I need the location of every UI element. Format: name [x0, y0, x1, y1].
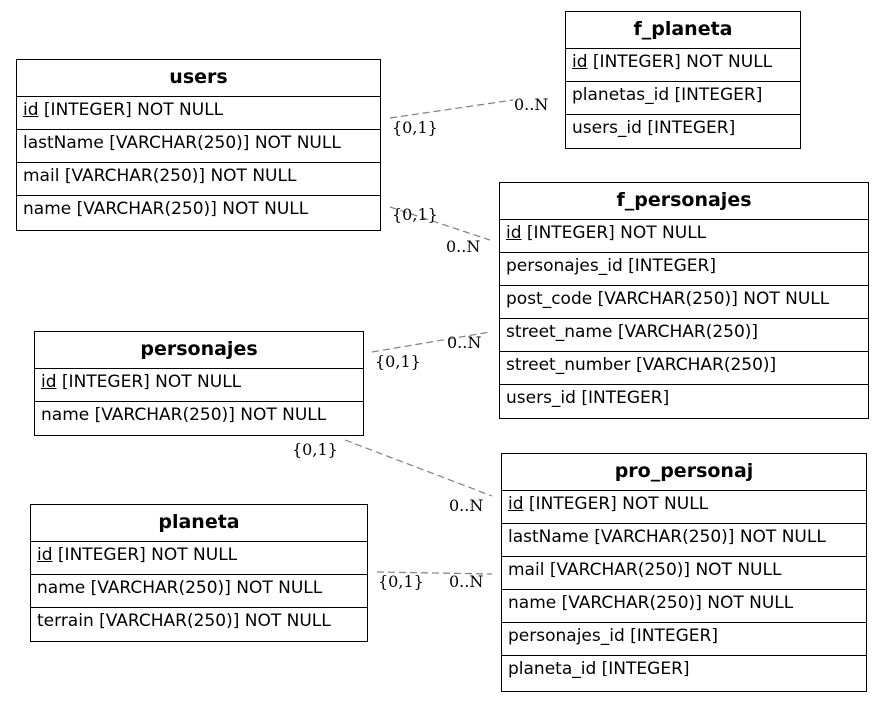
entity-pro_personaj: pro_personaj id [INTEGER] NOT NULL lastN…: [501, 453, 867, 692]
column-text: [INTEGER] NOT NULL: [523, 494, 709, 514]
primary-key: id: [572, 52, 588, 72]
column-text: [INTEGER] NOT NULL: [521, 223, 707, 243]
card-planeta-pro_personaj-to: 0..N: [449, 572, 483, 591]
entity-users: users id [INTEGER] NOT NULL lastName [VA…: [16, 59, 381, 231]
rel-line-personajes-pro_personaj: [344, 439, 493, 497]
column-text: mail [VARCHAR(250)] NOT NULL: [23, 166, 297, 186]
column-text: lastName [VARCHAR(250)] NOT NULL: [23, 133, 341, 153]
entity-title: f_personajes: [500, 183, 868, 220]
rel-line-planeta-pro_personaj: [376, 571, 493, 575]
card-users-f_personajes-from: {0,1}: [392, 205, 438, 224]
entity-title: pro_personaj: [502, 454, 866, 491]
primary-key: id: [506, 223, 522, 243]
column-text: street_number [VARCHAR(250)]: [506, 355, 777, 375]
entity-personajes: personajes id [INTEGER] NOT NULL name [V…: [34, 331, 364, 436]
column-row: id [INTEGER] NOT NULL: [500, 220, 868, 253]
column-row: users_id [INTEGER]: [566, 115, 800, 148]
column-row: name [VARCHAR(250)] NOT NULL: [35, 402, 363, 435]
card-personajes-f_personajes-to: 0..N: [447, 333, 481, 352]
entity-title: planeta: [31, 505, 367, 542]
column-text: [INTEGER] NOT NULL: [52, 545, 238, 565]
column-text: name [VARCHAR(250)] NOT NULL: [508, 593, 794, 613]
primary-key: id: [41, 372, 57, 392]
column-text: lastName [VARCHAR(250)] NOT NULL: [508, 527, 826, 547]
primary-key: id: [508, 494, 524, 514]
column-row: name [VARCHAR(250)] NOT NULL: [17, 196, 380, 229]
column-text: street_name [VARCHAR(250)]: [506, 322, 759, 342]
column-row: planeta_id [INTEGER]: [502, 656, 866, 689]
rel-line-users-f_planeta: [389, 99, 514, 119]
column-text: name [VARCHAR(250)] NOT NULL: [23, 199, 309, 219]
rel-line-users-f_personajes: [389, 206, 491, 241]
column-row: mail [VARCHAR(250)] NOT NULL: [17, 163, 380, 196]
column-row: post_code [VARCHAR(250)] NOT NULL: [500, 286, 868, 319]
card-planeta-pro_personaj-from: {0,1}: [378, 572, 424, 591]
column-row: personajes_id [INTEGER]: [500, 253, 868, 286]
primary-key: id: [37, 545, 53, 565]
column-row: id [INTEGER] NOT NULL: [502, 491, 866, 524]
card-personajes-pro_personaj-to: 0..N: [449, 496, 483, 515]
card-users-f_planeta-to: 0..N: [514, 95, 548, 114]
column-row: personajes_id [INTEGER]: [502, 623, 866, 656]
column-text: users_id [INTEGER]: [506, 388, 670, 408]
column-text: [INTEGER] NOT NULL: [587, 52, 773, 72]
column-text: mail [VARCHAR(250)] NOT NULL: [508, 560, 782, 580]
column-row: mail [VARCHAR(250)] NOT NULL: [502, 557, 866, 590]
card-personajes-pro_personaj-from: {0,1}: [292, 440, 338, 459]
card-users-f_planeta-from: {0,1}: [392, 118, 438, 137]
entity-title: personajes: [35, 332, 363, 369]
column-row: name [VARCHAR(250)] NOT NULL: [31, 575, 367, 608]
card-personajes-f_personajes-from: {0,1}: [375, 352, 421, 371]
column-row: lastName [VARCHAR(250)] NOT NULL: [502, 524, 866, 557]
column-row: name [VARCHAR(250)] NOT NULL: [502, 590, 866, 623]
column-row: id [INTEGER] NOT NULL: [17, 97, 380, 130]
column-row: lastName [VARCHAR(250)] NOT NULL: [17, 130, 380, 163]
primary-key: id: [23, 100, 39, 120]
column-row: id [INTEGER] NOT NULL: [31, 542, 367, 575]
entity-planeta: planeta id [INTEGER] NOT NULL name [VARC…: [30, 504, 368, 642]
rel-line-personajes-f_personajes: [371, 331, 491, 353]
entity-title: f_planeta: [566, 12, 800, 49]
column-row: terrain [VARCHAR(250)] NOT NULL: [31, 608, 367, 641]
column-text: name [VARCHAR(250)] NOT NULL: [41, 405, 327, 425]
column-text: [INTEGER] NOT NULL: [56, 372, 242, 392]
card-users-f_personajes-to: 0..N: [446, 237, 480, 256]
column-row: street_number [VARCHAR(250)]: [500, 352, 868, 385]
entity-f_planeta: f_planeta id [INTEGER] NOT NULL planetas…: [565, 11, 801, 149]
column-row: planetas_id [INTEGER]: [566, 82, 800, 115]
column-row: users_id [INTEGER]: [500, 385, 868, 418]
column-text: personajes_id [INTEGER]: [506, 256, 716, 276]
column-text: planeta_id [INTEGER]: [508, 659, 690, 679]
column-row: id [INTEGER] NOT NULL: [566, 49, 800, 82]
entity-title: users: [17, 60, 380, 97]
column-text: terrain [VARCHAR(250)] NOT NULL: [37, 611, 331, 631]
entity-f_personajes: f_personajes id [INTEGER] NOT NULL perso…: [499, 182, 869, 419]
column-row: id [INTEGER] NOT NULL: [35, 369, 363, 402]
column-text: name [VARCHAR(250)] NOT NULL: [37, 578, 323, 598]
column-text: post_code [VARCHAR(250)] NOT NULL: [506, 289, 830, 309]
column-row: street_name [VARCHAR(250)]: [500, 319, 868, 352]
column-text: personajes_id [INTEGER]: [508, 626, 718, 646]
column-text: [INTEGER] NOT NULL: [38, 100, 224, 120]
column-text: planetas_id [INTEGER]: [572, 85, 763, 105]
column-text: users_id [INTEGER]: [572, 118, 736, 138]
